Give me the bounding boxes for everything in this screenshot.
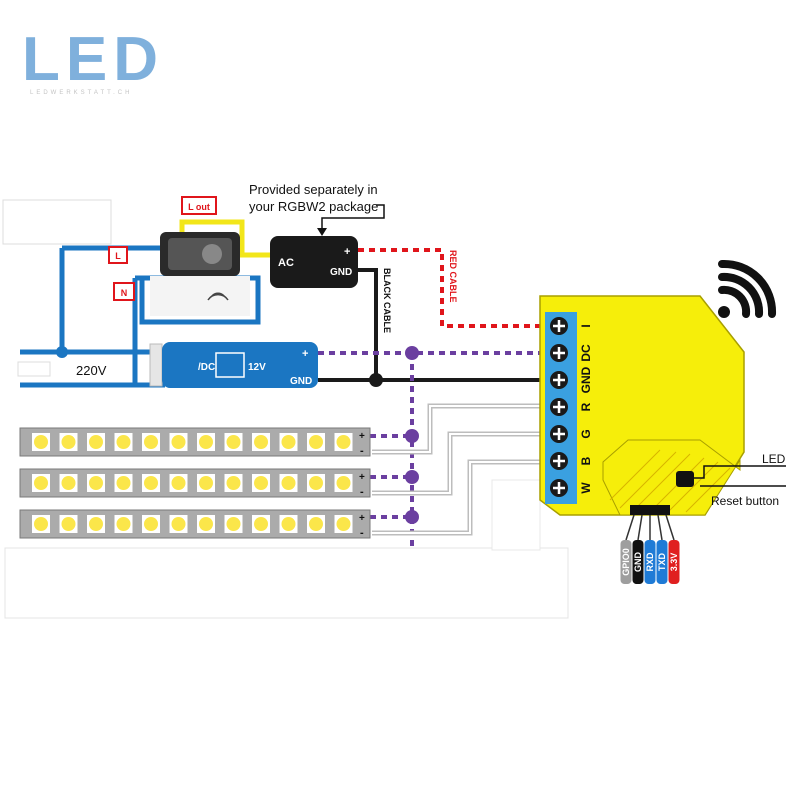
- wifi-icon: [718, 259, 777, 318]
- dc-power-supply: /DC 12V + GND: [149, 342, 318, 388]
- positive-junctions: [405, 346, 419, 524]
- red-cable: [358, 248, 540, 328]
- dc-prefix-label: /DC: [198, 362, 215, 373]
- ac-power-supply: AC + GND: [270, 236, 358, 288]
- hatched-area: [609, 449, 731, 513]
- led-indicator: LED: [676, 452, 786, 487]
- terminal-w: W: [550, 479, 593, 497]
- n-label: N: [121, 288, 128, 298]
- background-box-bottom: [4, 547, 569, 619]
- background-box-top: [2, 199, 112, 245]
- led-strip: +-: [19, 468, 371, 498]
- terminal-i: I: [550, 317, 593, 335]
- pin-header: [630, 505, 670, 515]
- psu-plus-label: +: [344, 246, 350, 258]
- dc-voltage-label: 12V: [248, 362, 266, 373]
- strip-plus-label: +: [359, 431, 365, 442]
- header-pin-rxd: RXD: [644, 515, 656, 584]
- reset-button: Reset button: [700, 485, 786, 508]
- l-out-label-box: L out: [181, 196, 217, 215]
- logo-subtext: LEDWERKSTATT.CH: [30, 90, 132, 96]
- terminal-label: R: [579, 402, 593, 411]
- header-pin-label: 3.3V: [669, 553, 679, 572]
- rgbw2-controller: [539, 295, 745, 516]
- strip-minus-label: -: [360, 527, 364, 539]
- background-box-small: [17, 361, 51, 377]
- header-pin-gnd: GND: [632, 514, 644, 584]
- reset-label: Reset button: [711, 494, 779, 508]
- header-pin-33v: 3.3V: [665, 514, 680, 584]
- terminal-label: B: [579, 456, 593, 465]
- strip-plus-label: +: [359, 513, 365, 524]
- terminal-label: DC: [579, 344, 593, 362]
- psu-gnd-label: GND: [330, 267, 352, 278]
- led-strip: +-: [19, 427, 371, 457]
- terminal-b: B: [550, 452, 593, 470]
- header-pin-label: GND: [633, 552, 643, 573]
- black-cable: [358, 268, 378, 380]
- gnd-junction: [369, 373, 383, 387]
- terminal-list: I DC GND R G B W: [550, 317, 593, 497]
- terminal-label: I: [579, 324, 593, 327]
- background-box-right: [491, 479, 541, 551]
- note-line-2: your RGBW2 package: [249, 199, 378, 214]
- l-out-label: L out: [188, 202, 210, 212]
- l-label-box: L: [108, 246, 128, 264]
- note-line-1: Provided separately in: [249, 182, 378, 197]
- yellow-wiring: [179, 219, 274, 258]
- led-strip: +-: [19, 509, 371, 539]
- terminal-gnd: GND: [550, 366, 593, 393]
- terminal-g: G: [550, 425, 593, 443]
- strip-minus-label: -: [360, 445, 364, 457]
- channel-wiring-inner: [372, 405, 540, 534]
- strip-minus-label: -: [360, 486, 364, 498]
- dc-gnd-label: GND: [290, 376, 312, 387]
- header-pin-label: TXD: [657, 552, 667, 571]
- header-pin-label: GPIO0: [621, 548, 631, 576]
- logo-text: LED: [22, 25, 164, 94]
- terminal-label: GND: [579, 366, 593, 393]
- terminal-label: W: [579, 482, 593, 494]
- logo: LED LEDWERKSTATT.CH: [22, 25, 164, 96]
- led-strips: +-+-+-: [19, 427, 371, 539]
- header-pin-txd: TXD: [656, 514, 668, 584]
- junction-dot: [56, 346, 68, 358]
- terminal-dc: DC: [550, 344, 593, 362]
- n-label-box: N: [113, 282, 135, 301]
- motion-sensor: [150, 232, 250, 316]
- terminal-label: G: [579, 429, 593, 438]
- package-note: Provided separately in your RGBW2 packag…: [249, 182, 385, 236]
- l-label: L: [115, 251, 121, 261]
- terminal-r: R: [550, 398, 593, 416]
- header-pin-gpio0: GPIO0: [620, 514, 635, 584]
- psu-ac-label: AC: [278, 257, 294, 269]
- led-label: LED: [762, 452, 786, 466]
- voltage-label: 220V: [76, 363, 107, 378]
- red-cable-label: RED CABLE: [448, 250, 458, 303]
- strip-plus-label: +: [359, 472, 365, 483]
- black-cable-label: BLACK CABLE: [382, 268, 392, 333]
- header-pin-label: RXD: [645, 552, 655, 572]
- dc-plus-label: +: [302, 348, 308, 360]
